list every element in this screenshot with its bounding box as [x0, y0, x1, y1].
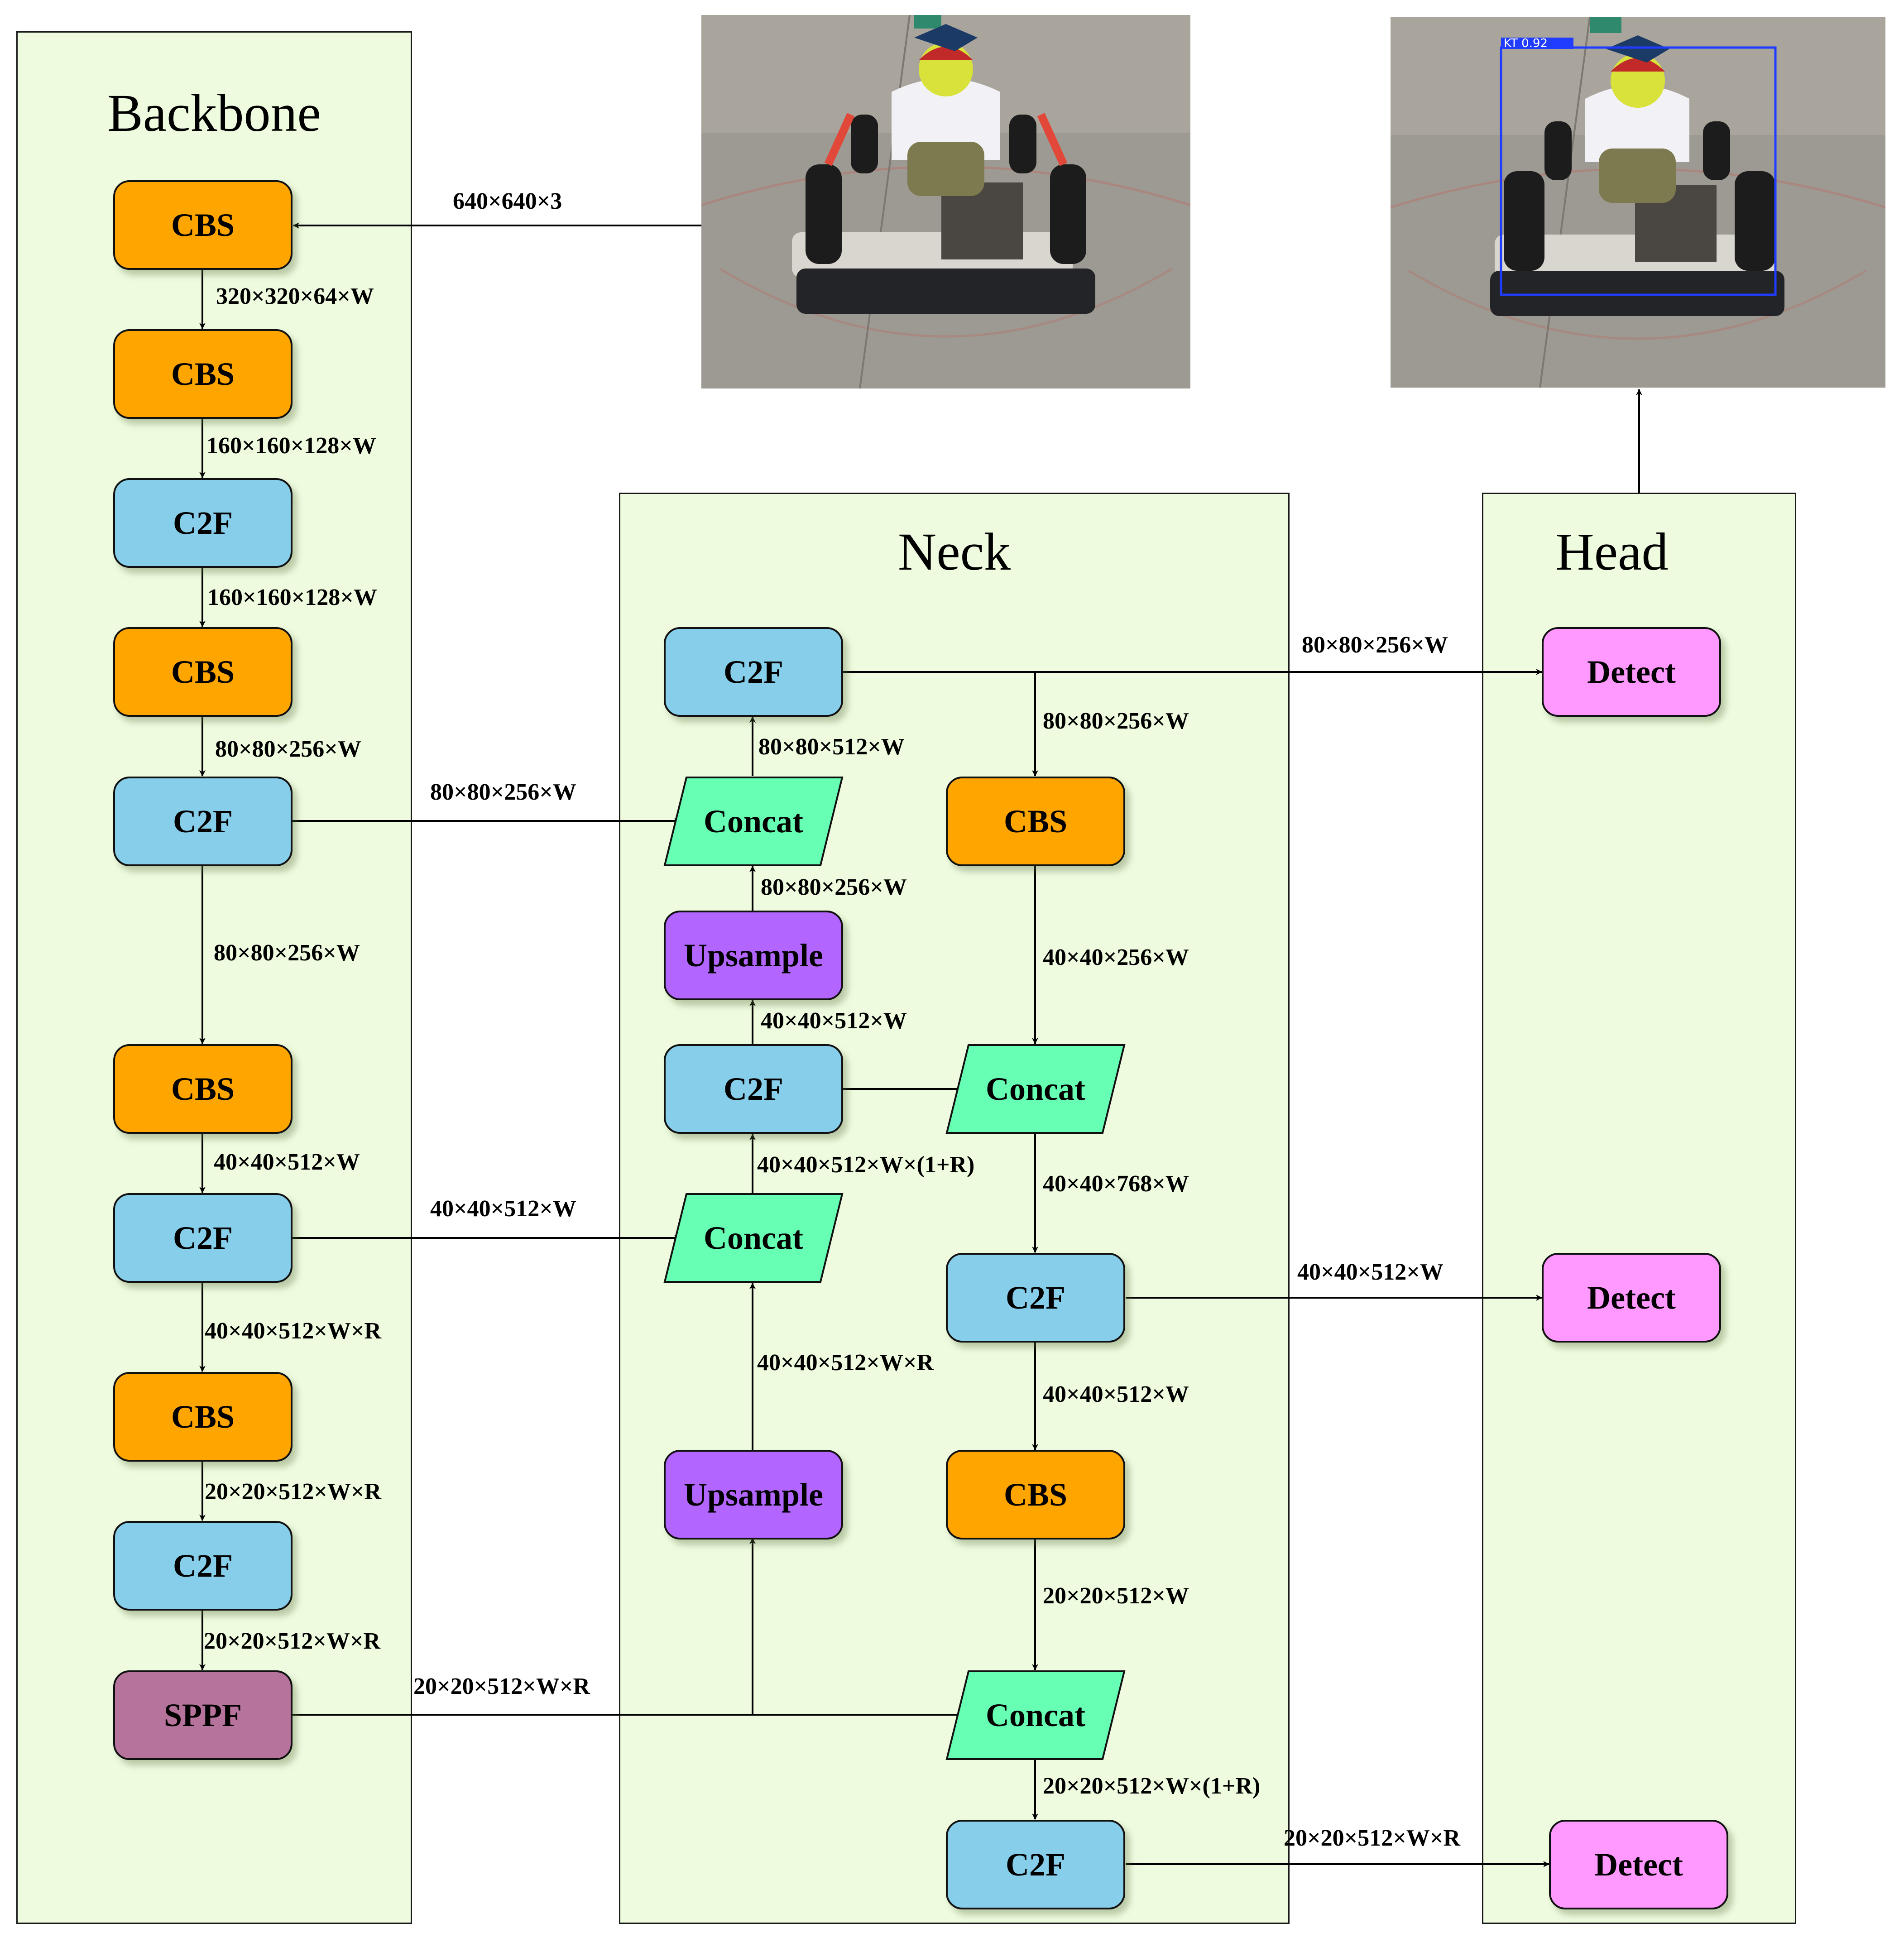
concat-parallelogram-icon [663, 777, 844, 866]
head-detect-1[interactable]: Detect [1542, 627, 1721, 717]
edge-label-b1-b2: 320×320×64×W [216, 283, 374, 309]
input-image [701, 15, 1190, 388]
edge-label-concat1-c2ftop: 80×80×512×W [758, 734, 905, 760]
head-title: Head [1555, 522, 1669, 581]
edge-label-detect-1: 80×80×256×W [1302, 632, 1448, 658]
edge-label-b8-b9: 20×20×512×W×R [205, 1479, 382, 1505]
neck-concat-2-label: Concat [704, 1219, 803, 1256]
edge-label-cbs2-concat4: 20×20×512×W [1043, 1583, 1189, 1609]
neck-concat-3[interactable]: Concat [945, 1044, 1126, 1134]
backbone-cbs-4[interactable]: CBS [113, 1044, 293, 1134]
edge-label-detect-3: 20×20×512×W×R [1284, 1825, 1461, 1851]
detection-bounding-box [1500, 46, 1777, 296]
backbone-c2f-2[interactable]: C2F [113, 777, 293, 866]
edge-label-ups1-concat1: 80×80×256×W [761, 874, 907, 900]
neck-cbs-2[interactable]: CBS [946, 1450, 1125, 1540]
neck-concat-1-label: Concat [704, 803, 803, 839]
backbone-c2f-1[interactable]: C2F [113, 478, 293, 568]
edge-label-b7-b8: 40×40×512×W×R [205, 1318, 382, 1344]
edge-label-sppf-out: 20×20×512×W×R [413, 1674, 590, 1699]
edge-label-b9-b10: 20×20×512×W×R [204, 1628, 381, 1654]
neck-title: Neck [898, 522, 1011, 581]
input-size-label: 640×640×3 [453, 188, 562, 214]
concat-parallelogram-icon [945, 1044, 1126, 1134]
backbone-sppf[interactable]: SPPF [113, 1670, 293, 1760]
neck-upsample-2[interactable]: Upsample [664, 1450, 843, 1540]
go-kart-photo-icon [701, 15, 1190, 388]
output-image: KT 0.92 [1391, 17, 1885, 388]
edge-label-b6-b7: 40×40×512×W [214, 1149, 360, 1175]
edge-label-concat4-c2fr2: 20×20×512×W×(1+R) [1043, 1773, 1261, 1799]
edge-label-c2fmid-ups1: 40×40×512×W [761, 1008, 907, 1034]
neck-concat-1[interactable]: Concat [663, 777, 844, 866]
backbone-cbs-2[interactable]: CBS [113, 329, 293, 419]
detection-result-photo-icon: KT 0.92 [1391, 17, 1885, 388]
detection-label-bg [1501, 38, 1573, 49]
neck-upsample-1[interactable]: Upsample [664, 911, 843, 1000]
neck-c2f-top[interactable]: C2F [664, 627, 843, 717]
edge-label-b5-b6: 80×80×256×W [214, 940, 360, 966]
neck-c2f-right-1[interactable]: C2F [946, 1253, 1125, 1343]
backbone-cbs-1[interactable]: CBS [113, 180, 293, 270]
detection-label: KT 0.92 [1504, 37, 1548, 50]
edge-label-b4-b5: 80×80×256×W [215, 736, 361, 762]
edge-label-b2-b3: 160×160×128×W [206, 433, 376, 459]
edge-label-concat2-c2fmid: 40×40×512×W×(1+R) [757, 1152, 975, 1178]
edge-label-ups2-concat2: 40×40×512×W×R [757, 1350, 934, 1376]
edge-label-detect-2: 40×40×512×W [1297, 1259, 1444, 1285]
edge-label-b5-concat1: 80×80×256×W [430, 779, 576, 805]
neck-concat-4[interactable]: Concat [945, 1670, 1126, 1760]
edge-label-b7-concat2: 40×40×512×W [430, 1196, 576, 1222]
neck-c2f-right-2[interactable]: C2F [946, 1820, 1125, 1909]
head-detect-2[interactable]: Detect [1542, 1253, 1721, 1343]
concat-parallelogram-icon [945, 1670, 1126, 1760]
edge-label-c2fr1-cbs2: 40×40×512×W [1043, 1381, 1189, 1407]
backbone-title: Backbone [107, 83, 321, 143]
backbone-c2f-4[interactable]: C2F [113, 1521, 293, 1611]
neck-c2f-mid[interactable]: C2F [664, 1044, 843, 1134]
head-detect-3[interactable]: Detect [1549, 1820, 1728, 1909]
backbone-cbs-5[interactable]: CBS [113, 1372, 293, 1462]
edge-label-c2ftop-cbs1: 80×80×256×W [1043, 708, 1189, 734]
neck-concat-2[interactable]: Concat [663, 1193, 844, 1283]
concat-parallelogram-icon [663, 1193, 844, 1283]
neck-cbs-1[interactable]: CBS [946, 777, 1125, 866]
head-panel: Head [1482, 493, 1796, 1924]
neck-concat-4-label: Concat [986, 1697, 1085, 1733]
edge-label-cbs1-concat3: 40×40×256×W [1043, 945, 1189, 970]
neck-concat-3-label: Concat [986, 1070, 1085, 1107]
edge-label-b3-b4: 160×160×128×W [207, 585, 377, 610]
backbone-cbs-3[interactable]: CBS [113, 627, 293, 717]
edge-label-concat3-c2fr1: 40×40×768×W [1043, 1171, 1189, 1197]
backbone-c2f-3[interactable]: C2F [113, 1193, 293, 1283]
